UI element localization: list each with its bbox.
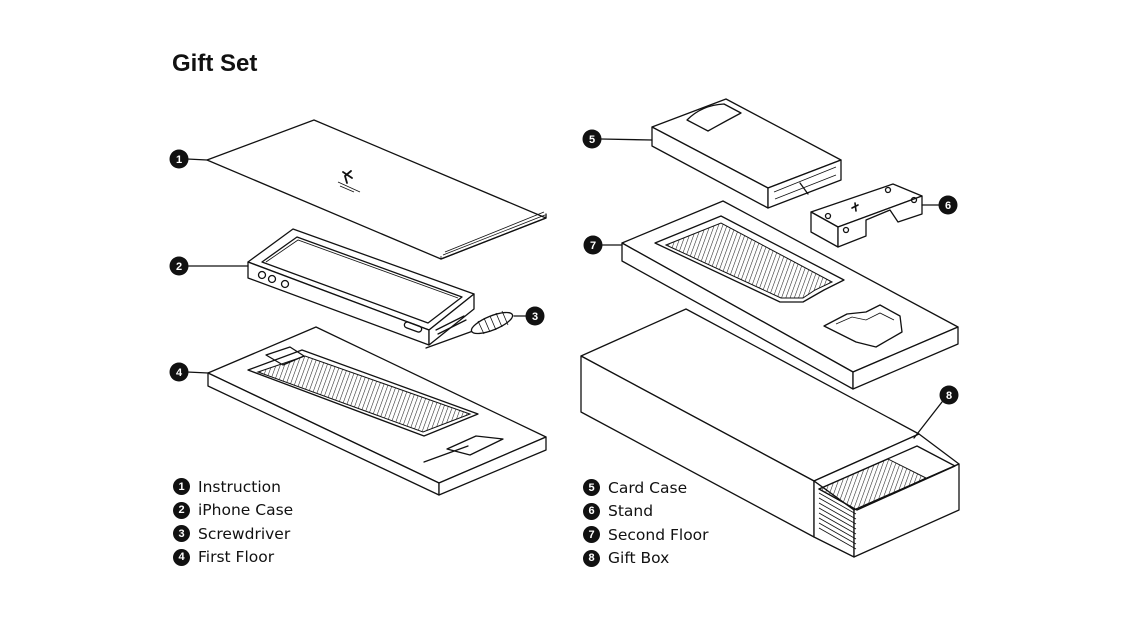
leader-lines (186, 138, 943, 439)
callout-number: 8 (946, 390, 952, 402)
callout-1: 1 (169, 149, 189, 169)
callout-number: 1 (176, 154, 182, 166)
legend-label: Card Case (608, 478, 688, 497)
legend-label: iPhone Case (198, 501, 294, 520)
legend-label: Stand (608, 502, 654, 521)
callout-number: 7 (590, 240, 596, 252)
legend-item: 2 iPhone Case (173, 499, 293, 523)
legend-label: Instruction (198, 477, 281, 496)
page-title: Gift Set (172, 50, 258, 77)
legend-item: 1 Instruction (173, 475, 293, 499)
legend-number: 7 (583, 526, 600, 544)
legend-item: 7 Second Floor (583, 523, 709, 547)
callout-number: 3 (532, 311, 538, 323)
legend-item: 8 Gift Box (583, 547, 709, 571)
legend-number: 2 (173, 501, 190, 519)
callout-2: 2 (169, 256, 189, 276)
legend-number: 5 (583, 479, 600, 497)
iphone-case-drawing (247, 228, 475, 346)
gift-box-drawing (580, 308, 960, 558)
callout-number: 4 (176, 367, 183, 379)
legend-label: Gift Box (608, 549, 670, 568)
legend-right: 5 Card Case 6 Stand 7 Second Floor 8 Gif… (583, 476, 709, 570)
screwdriver-drawing (425, 310, 514, 349)
callout-3: 3 (525, 306, 545, 326)
callout-7: 7 (583, 235, 603, 255)
legend-number: 4 (173, 548, 190, 566)
second-floor-tray-drawing (621, 200, 959, 390)
legend-item: 4 First Floor (173, 546, 293, 570)
legend-label: First Floor (198, 548, 275, 567)
card-case-drawing (651, 98, 842, 209)
callout-4: 4 (169, 362, 189, 382)
callout-number: 5 (589, 134, 595, 146)
callout-8: 8 (939, 385, 959, 405)
legend-number: 6 (583, 502, 600, 520)
first-floor-tray-drawing (207, 326, 547, 496)
legend-left: 1 Instruction 2 iPhone Case 3 Screwdrive… (173, 475, 293, 569)
legend-number: 1 (173, 478, 190, 496)
legend-item: 5 Card Case (583, 476, 709, 500)
callout-number: 2 (176, 261, 182, 273)
stand-drawing (810, 183, 923, 248)
legend-label: Second Floor (608, 525, 709, 544)
legend-item: 6 Stand (583, 500, 709, 524)
instruction-booklet-drawing (206, 119, 547, 260)
legend-label: Screwdriver (198, 524, 291, 543)
callout-5: 5 (582, 129, 602, 149)
legend-number: 3 (173, 525, 190, 543)
callout-6: 6 (938, 195, 958, 215)
legend-number: 8 (583, 549, 600, 567)
callout-number: 6 (945, 200, 951, 212)
legend-item: 3 Screwdriver (173, 522, 293, 546)
